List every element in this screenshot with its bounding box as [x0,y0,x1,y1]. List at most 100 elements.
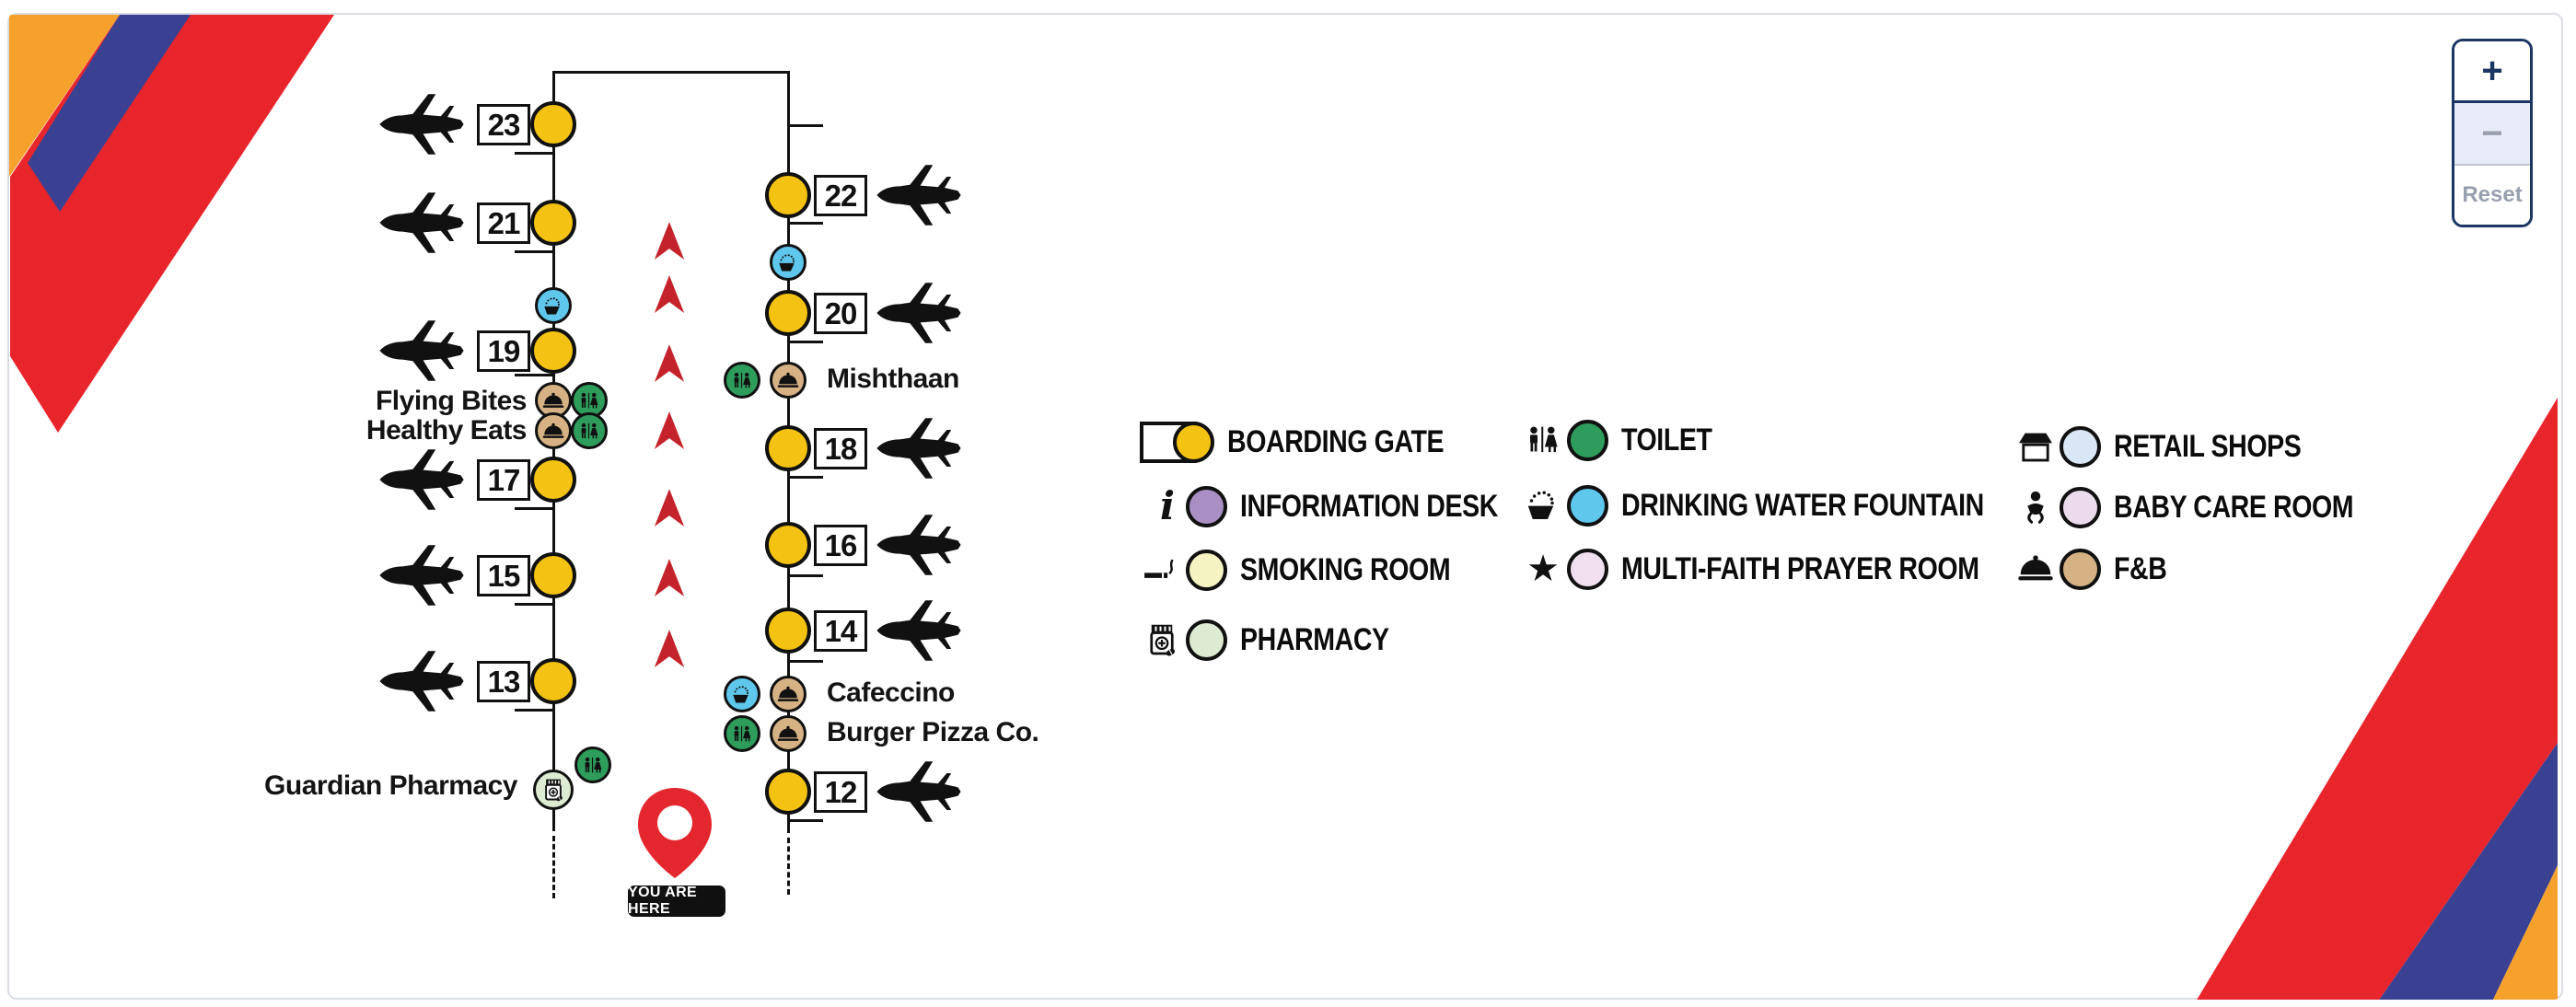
legend-item-toilet: TOILET [1517,419,1729,461]
information-icon: i [1160,483,1175,528]
airplane-icon [377,187,466,259]
you-are-here-pin [638,788,712,878]
toilet-icon [574,747,611,783]
airplane-icon [875,412,963,484]
legend-color-dot [2060,486,2101,528]
concourse-top-line [552,71,790,74]
gate-tick [788,341,823,343]
legend-color-dot [2060,548,2101,590]
boarding-gate-dot [530,101,576,147]
legend-color-dot [2060,425,2101,468]
legend-color-dot [1567,548,1608,590]
decor-ribbon-bottom-right [2197,398,2558,1000]
gate-tick [788,660,823,663]
legend-item-boarding-gate: BOARDING GATE [1140,421,1485,463]
gate-number-box: 14 [814,610,867,652]
legend-label: INFORMATION DESK [1240,488,1498,524]
walkway-arrow-icon [652,557,687,599]
gate-number: 12 [824,774,858,809]
boarding-gate-dot [530,200,576,246]
boarding-gate-dot [530,457,576,503]
water-fountain-icon [535,287,572,324]
gate-number-box: 17 [477,459,530,501]
legend-label: PHARMACY [1240,621,1389,657]
legend-label: BABY CARE ROOM [2114,489,2354,525]
legend-color-dot [1186,619,1227,661]
legend-item-fnb: F&B [2010,548,2176,590]
gate-number: 22 [824,178,858,213]
legend-item-information-desk: i INFORMATION DESK [1136,485,1547,527]
water-fountain-icon [1517,489,1561,522]
zoom-out-button[interactable]: − [2454,100,2530,164]
terminal-map[interactable]: 23 21 19 Flying Bites Healthy Eats 17 15 [0,0,1105,1007]
map-frame-border [7,13,2563,1000]
cloche-icon [2010,552,2054,585]
toilet-icon [724,362,760,399]
you-are-here-label: YOU ARE HERE [628,885,725,917]
decor-ribbon-top-left [9,15,334,433]
fnb-icon [770,676,806,712]
airplane-icon [377,539,466,611]
poi-label-guardian-pharmacy: Guardian Pharmacy [264,770,517,801]
retail-shop-icon [2010,430,2054,463]
gate-number: 21 [487,205,521,240]
baby-icon [2010,489,2054,526]
gate-number-box: 23 [477,104,530,145]
legend-item-baby-care-room: BABY CARE ROOM [2010,486,2399,528]
gate-number: 13 [487,664,521,699]
poi-label-burger-pizza: Burger Pizza Co. [827,717,1039,747]
walkway-arrow-icon [652,220,687,262]
gate-number: 23 [487,107,521,142]
gate-tick [515,250,553,253]
boarding-gate-dot [765,608,811,654]
walkway-arrow-icon [652,628,687,670]
gate-tick [788,476,823,479]
gate-tick [515,603,553,606]
gate-number: 20 [824,295,858,330]
airplane-icon [377,88,466,160]
airplane-icon [875,277,963,349]
pharmacy-icon [1136,621,1180,658]
legend-color-dot [1186,485,1227,527]
concourse-left-line-dashed [552,836,555,898]
smoking-icon [1136,553,1180,586]
legend-label: SMOKING ROOM [1240,551,1451,587]
gate-number: 16 [824,527,858,562]
gate-number-box: 20 [814,293,867,334]
boarding-gate-dot [765,769,811,815]
zoom-reset-button[interactable]: Reset [2454,164,2530,225]
legend-item-multi-faith-prayer-room: ★ MULTI-FAITH PRAYER ROOM [1517,548,2048,590]
airplane-icon [377,645,466,717]
toilet-icon [1517,423,1561,457]
gate-tick [515,374,553,376]
legend-color-dot [1567,484,1608,527]
water-fountain-icon [770,244,806,281]
gate-number-box: 12 [814,771,867,813]
airplane-icon [875,159,963,231]
concourse-left-line [552,71,555,831]
legend-item-drinking-water-fountain: DRINKING WATER FOUNTAIN [1517,484,2053,527]
fnb-icon [535,412,572,449]
airplane-icon [875,509,963,581]
zoom-in-button[interactable]: + [2454,41,2530,100]
legend-label: BOARDING GATE [1227,423,1445,459]
fnb-icon [770,362,806,399]
zoom-controls: + − Reset [2452,39,2533,227]
gate-tick [788,574,823,577]
legend-color-dot [1173,421,1214,463]
boarding-gate-dot [765,522,811,568]
gate-number: 15 [487,558,521,593]
star-icon: ★ [1526,549,1560,589]
legend-label: DRINKING WATER FOUNTAIN [1621,487,1984,523]
poi-label-line: Flying Bites [375,386,528,416]
gate-number-box: 22 [814,175,867,216]
legend-color-dot [1567,419,1608,461]
fnb-icon [770,715,806,752]
walkway-arrow-icon [652,342,687,385]
gate-tick [788,819,823,822]
boarding-gate-dot [765,425,811,471]
water-fountain-icon [724,676,760,712]
gate-tick [515,709,553,712]
walkway-arrow-icon [652,410,687,452]
